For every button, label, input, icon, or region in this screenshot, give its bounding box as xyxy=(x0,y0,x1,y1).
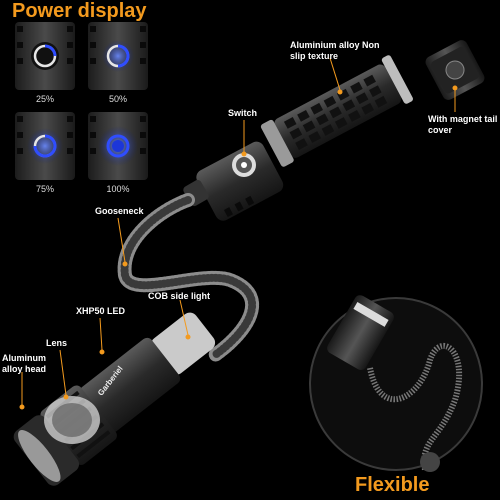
callout-magnet-tail: With magnet tail cover xyxy=(428,114,498,135)
flashlight-head-assembly xyxy=(13,312,216,486)
power-tile-100 xyxy=(88,112,148,180)
flexible-inset xyxy=(309,295,483,472)
callout-head: Aluminum alloy head xyxy=(2,353,47,374)
callout-gooseneck: Gooseneck xyxy=(95,206,144,216)
power-level-label-50: 50% xyxy=(108,94,127,104)
callout-xhp50: XHP50 LED xyxy=(76,306,126,316)
power-tile-75 xyxy=(15,112,75,180)
power-level-label-100: 100% xyxy=(106,184,130,194)
power-display-title: Power display xyxy=(12,0,147,22)
callout-lines xyxy=(19,57,458,410)
power-level-label-25: 25% xyxy=(35,94,54,104)
callout-aluminium-texture: Aluminium alloy Non slip texture xyxy=(290,40,380,61)
flexible-title: Flexible xyxy=(355,474,430,496)
power-tile-25 xyxy=(15,22,75,90)
callout-cob: COB side light xyxy=(148,291,211,301)
callout-lens: Lens xyxy=(46,338,68,348)
callout-switch: Switch xyxy=(228,108,258,118)
power-tile-50 xyxy=(88,22,148,90)
flashlight-body xyxy=(183,40,485,221)
power-level-label-75: 75% xyxy=(35,184,54,194)
